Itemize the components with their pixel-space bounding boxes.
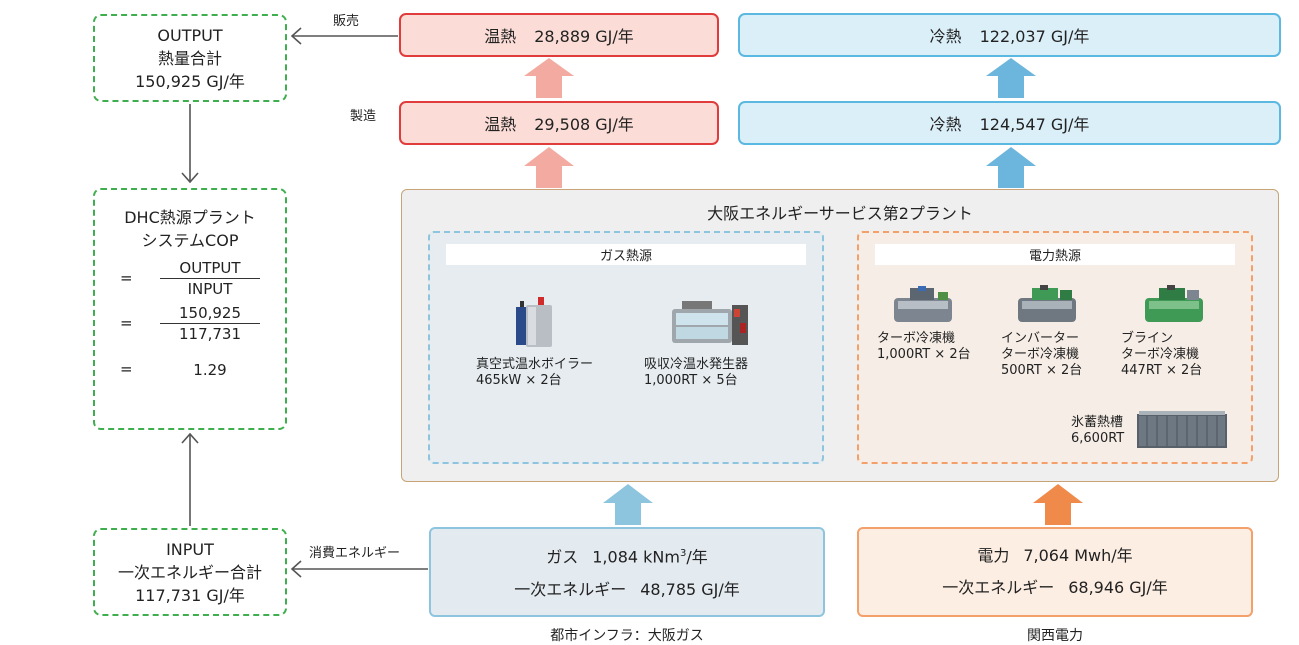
ice-storage-spec: 6,600RT — [1071, 431, 1125, 446]
arrow-output-to-cop — [181, 104, 199, 184]
fraction-bar — [160, 323, 260, 324]
cop-fraction-words: = OUTPUT INPUT — [120, 258, 260, 299]
equals-sign: = — [120, 360, 133, 378]
arrow-sale — [290, 27, 398, 45]
arrow-cold-upper — [986, 58, 1036, 98]
label-consumption: 消費エネルギー — [309, 546, 401, 561]
cop-result-value: 1.29 — [193, 360, 227, 379]
arrow-heat-upper — [524, 58, 574, 98]
fraction-numerator-output: OUTPUT — [179, 259, 241, 277]
elec-line-1: 電力 7,064 Mwh/年 — [977, 540, 1132, 572]
turbo-name: ターボ冷凍機 — [877, 331, 956, 346]
fraction-bar — [160, 278, 260, 279]
label-manufacture: 製造 — [350, 109, 377, 124]
elec-value: 7,064 Mwh/年 — [1023, 546, 1133, 565]
gas-source-panel — [428, 231, 824, 464]
brine-label: ブライン ターボ冷凍機 447RT × 2台 — [1121, 331, 1202, 379]
brine-chiller-icon — [1145, 285, 1203, 322]
input-title: INPUT — [166, 539, 214, 559]
elec-source-title: 電力熱源 — [875, 244, 1235, 265]
produced-heat-label: 温熱 — [484, 115, 517, 134]
elec-primary-value: 68,946 GJ/年 — [1068, 578, 1168, 597]
fraction-denominator-input: INPUT — [187, 280, 233, 298]
inverter-name-1: インバーター — [1001, 331, 1080, 346]
input-value: 117,731 GJ/年 — [135, 585, 245, 605]
sold-cold-value: 122,037 GJ/年 — [979, 27, 1090, 46]
arrow-consumption — [290, 560, 428, 578]
sold-cold-label: 冷熱 — [929, 27, 962, 46]
output-title: OUTPUT — [157, 25, 223, 45]
cop-title-1: DHC熱源プラント — [124, 208, 256, 227]
elec-primary-label: 一次エネルギー — [942, 578, 1055, 597]
gas-caption: 都市インフラ：大阪ガス — [550, 628, 704, 644]
produced-cold-label: 冷熱 — [929, 115, 962, 134]
gas-primary-value: 48,785 GJ/年 — [640, 579, 740, 599]
absorption-name: 吸収冷温水発生器 — [644, 357, 749, 372]
arrow-gas-input — [603, 484, 653, 525]
brine-name-1: ブライン — [1121, 331, 1174, 346]
sold-cold-box: 冷熱 122,037 GJ/年 — [738, 13, 1281, 57]
input-subtitle: 一次エネルギー合計 — [117, 562, 262, 582]
boiler-name: 真空式温水ボイラー — [476, 357, 594, 372]
elec-line-2: 一次エネルギー 68,946 GJ/年 — [942, 572, 1168, 604]
produced-heat-box: 温熱 29,508 GJ/年 — [399, 101, 719, 145]
absorption-spec: 1,000RT × 5台 — [644, 373, 738, 388]
equals-sign: = — [120, 269, 133, 287]
turbo-label: ターボ冷凍機 1,000RT × 2台 — [877, 331, 971, 363]
gas-input-box: ガス 1,084 kNm3/年 一次エネルギー 48,785 GJ/年 — [429, 527, 825, 617]
gas-line-2: 一次エネルギー 48,785 GJ/年 — [514, 574, 740, 606]
ice-storage-label: 氷蓄熱槽 6,600RT — [1071, 415, 1124, 447]
boiler-icon — [516, 297, 552, 347]
elec-caption: 関西電力 — [1027, 628, 1083, 644]
fraction-denominator-value: 117,731 — [178, 325, 242, 343]
output-box: OUTPUT 熱量合計 150,925 GJ/年 — [93, 14, 287, 102]
turbo-spec: 1,000RT × 2台 — [877, 347, 971, 362]
gas-source-title: ガス熱源 — [446, 244, 806, 265]
inverter-name-2: ターボ冷凍機 — [1001, 347, 1080, 362]
sold-heat-value: 28,889 GJ/年 — [534, 27, 634, 46]
gas-line-1: ガス 1,084 kNm3/年 — [546, 538, 708, 573]
produced-cold-value: 124,547 GJ/年 — [979, 115, 1090, 134]
cop-result: = 1.29 — [120, 358, 260, 381]
equals-sign: = — [120, 314, 133, 332]
gas-value-superscript: 3 — [679, 548, 687, 560]
turbo-chiller-icon — [894, 286, 952, 322]
gas-unit: /年 — [686, 547, 708, 567]
arrow-input-to-cop — [181, 432, 199, 526]
arrow-elec-input — [1033, 484, 1083, 525]
gas-primary-label: 一次エネルギー — [514, 579, 627, 599]
cop-fraction-values: = 150,925 117,731 — [120, 303, 260, 344]
produced-cold-box: 冷熱 124,547 GJ/年 — [738, 101, 1281, 145]
fraction-numerator-value: 150,925 — [178, 304, 242, 322]
brine-spec: 447RT × 2台 — [1121, 363, 1203, 378]
gas-label: ガス — [546, 547, 579, 567]
gas-value: 1,084 kNm — [592, 547, 680, 567]
plant-title: 大阪エネルギーサービス第2プラント — [707, 204, 973, 223]
cop-title-2: システムCOP — [141, 231, 239, 250]
cop-box: DHC熱源プラント システムCOP = OUTPUT INPUT = 150,9… — [93, 188, 287, 430]
label-sale: 販売 — [333, 14, 360, 29]
input-box: INPUT 一次エネルギー合計 117,731 GJ/年 — [93, 528, 287, 616]
brine-name-2: ターボ冷凍機 — [1121, 347, 1200, 362]
absorption-chiller-icon — [672, 301, 748, 345]
inverter-label: インバーター ターボ冷凍機 500RT × 2台 — [1001, 331, 1082, 379]
elec-input-box: 電力 7,064 Mwh/年 一次エネルギー 68,946 GJ/年 — [857, 527, 1253, 617]
ice-storage-icon — [1137, 411, 1227, 448]
ice-storage-name: 氷蓄熱槽 — [1071, 415, 1124, 430]
elec-label: 電力 — [977, 546, 1010, 565]
produced-heat-value: 29,508 GJ/年 — [534, 115, 634, 134]
inverter-chiller-icon — [1018, 285, 1076, 322]
arrow-cold-lower — [986, 147, 1036, 188]
output-subtitle: 熱量合計 — [157, 48, 222, 68]
sold-heat-label: 温熱 — [484, 27, 517, 46]
boiler-spec: 465kW × 2台 — [476, 373, 562, 388]
arrow-heat-lower — [524, 147, 574, 188]
sold-heat-box: 温熱 28,889 GJ/年 — [399, 13, 719, 57]
inverter-spec: 500RT × 2台 — [1001, 363, 1083, 378]
absorption-label: 吸収冷温水発生器 1,000RT × 5台 — [644, 357, 748, 389]
boiler-label: 真空式温水ボイラー 465kW × 2台 — [476, 357, 593, 389]
output-value: 150,925 GJ/年 — [135, 71, 245, 91]
